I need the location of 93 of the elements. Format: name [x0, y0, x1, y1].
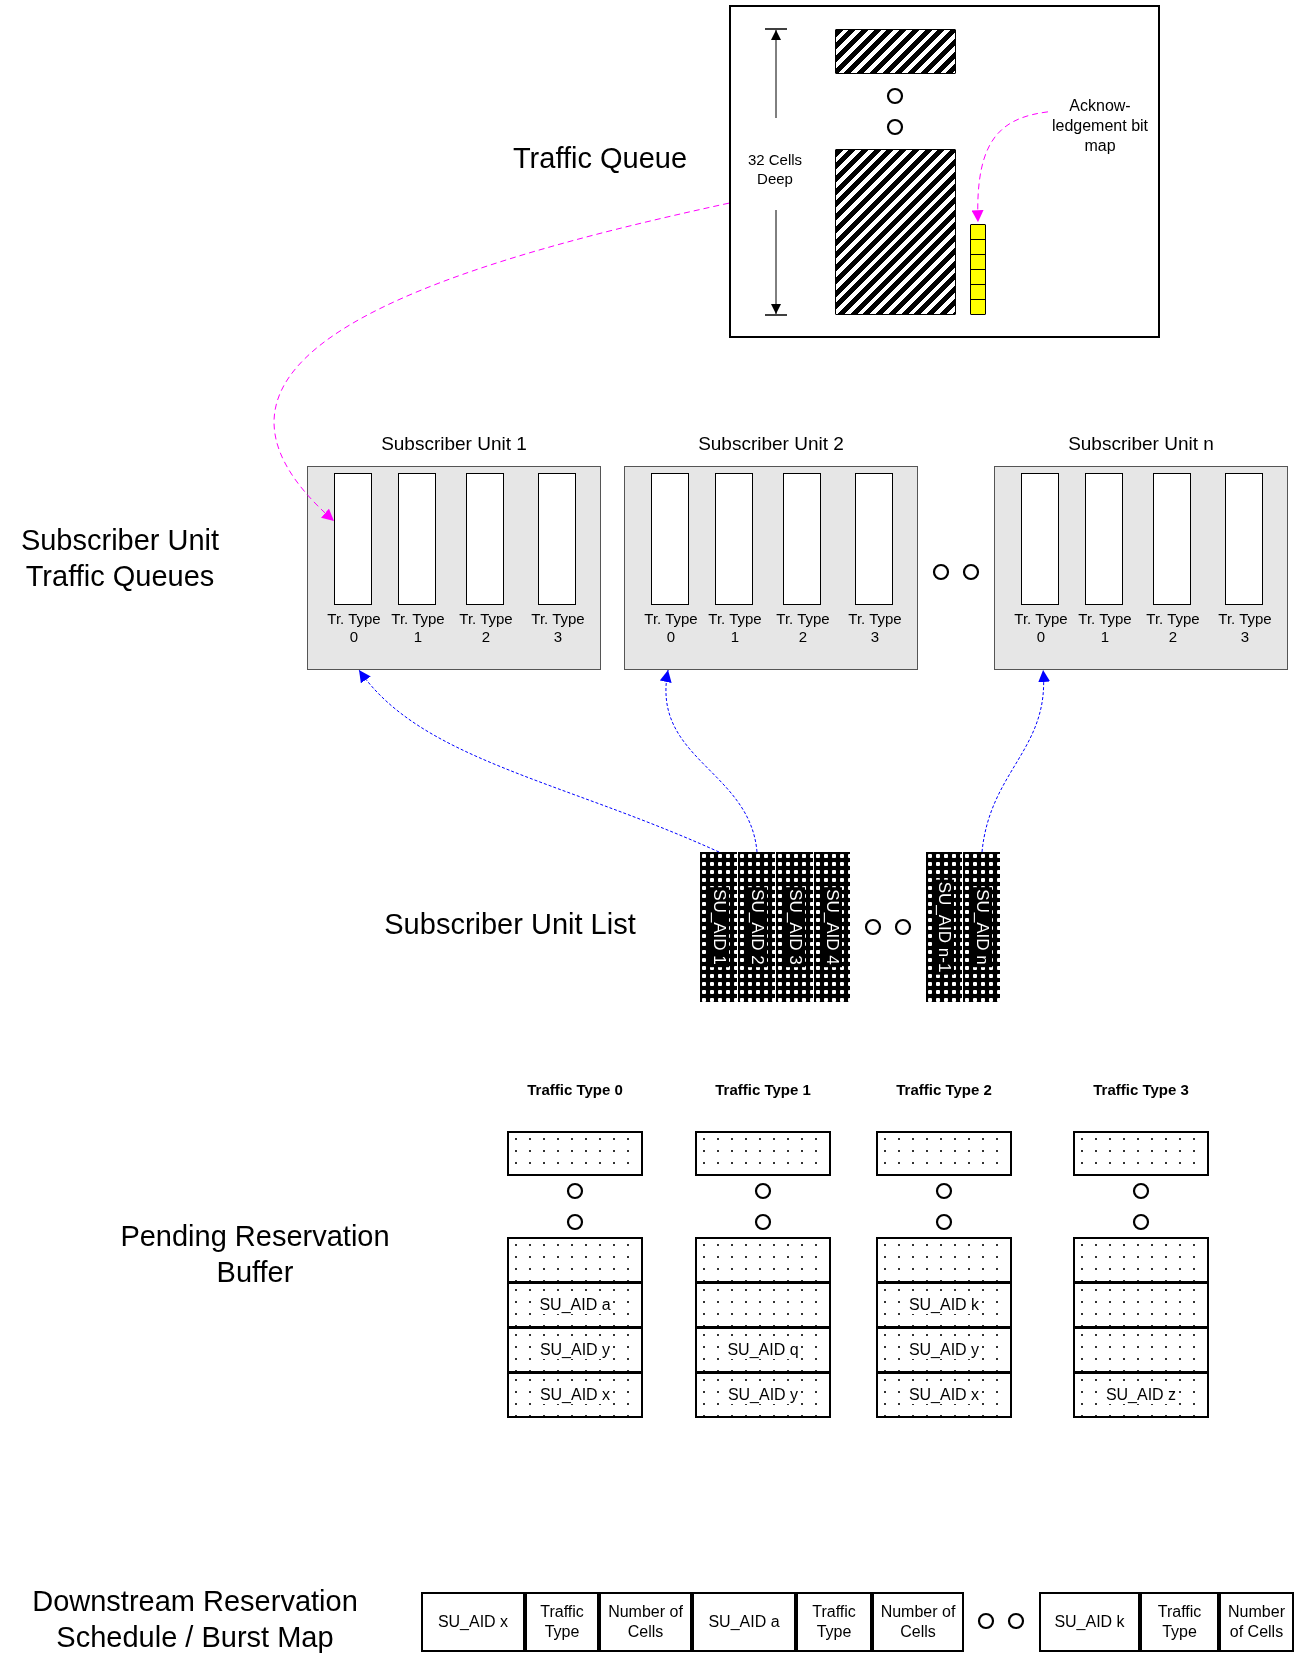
list-column — [963, 852, 1001, 1002]
column-heading: Traffic Type 1 — [714, 1080, 812, 1099]
buffer-cell — [695, 1131, 831, 1176]
cell-text: SU_AID a — [707, 1612, 781, 1632]
cell-text: SU_AID y — [725, 1386, 801, 1404]
cell-text: SU_AID a — [537, 1296, 613, 1314]
callout-text: Acknow- ledgement bit map — [1050, 96, 1150, 156]
queue-cell-block — [835, 29, 956, 74]
unit-title: Subscriber Unit 1 — [380, 433, 528, 455]
cell-text: Number of Cells — [879, 1602, 957, 1642]
list-entry: SU_AID 4 — [822, 887, 842, 967]
queue-label: Tr. Type 2 — [776, 610, 830, 646]
column-heading: Traffic Type 3 — [1092, 1080, 1190, 1099]
list-column — [700, 852, 738, 1002]
cell-text: SU_AID q — [725, 1341, 801, 1359]
list-column — [738, 852, 776, 1002]
buffer-cell — [507, 1237, 643, 1283]
arrow — [971, 111, 1049, 223]
buffer-cell — [507, 1131, 643, 1176]
arrow — [358, 669, 720, 853]
section-title: Subscriber Unit Traffic Queues — [19, 523, 221, 594]
queue-label: Tr. Type 0 — [644, 610, 698, 646]
buffer-cell — [876, 1327, 1012, 1373]
buffer-cell — [876, 1131, 1012, 1176]
cell-text: SU_AID z — [1103, 1386, 1179, 1404]
buffer-cell — [695, 1372, 831, 1418]
buffer-cell — [1073, 1282, 1209, 1328]
cell-text: Number of Cells — [1227, 1602, 1286, 1642]
map-cell — [421, 1592, 525, 1652]
queue-label: Tr. Type 1 — [708, 610, 762, 646]
arrow — [274, 202, 730, 522]
list-entry: SU_AID n-1 — [934, 879, 954, 975]
arrow — [660, 669, 758, 853]
list-column — [814, 852, 851, 1002]
buffer-cell — [1073, 1372, 1209, 1418]
queue-label: Tr. Type 2 — [1146, 610, 1200, 646]
buffer-cell — [876, 1237, 1012, 1283]
list-entry: SU_AID 3 — [784, 887, 805, 967]
section-title: Pending Reservation Buffer — [119, 1219, 391, 1290]
map-cell — [1219, 1592, 1294, 1652]
map-cell — [796, 1592, 872, 1652]
buffer-cell — [695, 1327, 831, 1373]
buffer-cell — [507, 1372, 643, 1418]
map-cell — [692, 1592, 796, 1652]
list-entry: SU_AID 2 — [746, 887, 767, 967]
buffer-cell — [507, 1327, 643, 1373]
traffic-queue-panel — [729, 5, 1160, 338]
list-entry: SU_AID 1 — [708, 887, 729, 967]
buffer-cell — [876, 1372, 1012, 1418]
cell-text: SU_AID x — [537, 1386, 613, 1404]
acknowledgement-bitmap — [970, 224, 986, 315]
queue-label: Tr. Type 2 — [459, 610, 513, 646]
list-entry: SU_AID n — [971, 887, 992, 967]
buffer-cell — [1073, 1327, 1209, 1373]
unit-title: Subscriber Unit n — [1067, 433, 1215, 455]
cell-text: Traffic Type — [811, 1602, 857, 1642]
unit-title: Subscriber Unit 2 — [697, 433, 845, 455]
map-cell — [872, 1592, 964, 1652]
queue-label: Tr. Type 3 — [1218, 610, 1272, 646]
map-cell — [1039, 1592, 1140, 1652]
column-heading: Traffic Type 2 — [895, 1080, 993, 1099]
arrow — [981, 669, 1050, 853]
buffer-cell — [1073, 1237, 1209, 1283]
buffer-cell — [876, 1282, 1012, 1328]
list-column — [776, 852, 814, 1002]
cell-text: Number of Cells — [607, 1602, 684, 1642]
buffer-cell — [695, 1237, 831, 1283]
buffer-cell — [507, 1282, 643, 1328]
queue-label: Tr. Type 0 — [1014, 610, 1068, 646]
section-title: Subscriber Unit List — [383, 907, 637, 942]
buffer-cell — [1073, 1131, 1209, 1176]
cell-text: SU_AID k — [1053, 1612, 1126, 1632]
queue-label: Tr. Type 3 — [531, 610, 585, 646]
map-cell — [525, 1592, 599, 1652]
queue-label: Tr. Type 0 — [327, 610, 381, 646]
cell-text: SU_AID k — [906, 1296, 982, 1314]
map-cell — [1140, 1592, 1219, 1652]
buffer-cell — [695, 1282, 831, 1328]
section-title: Downstream Reservation Schedule / Burst Map — [31, 1584, 359, 1655]
cell-text: SU_AID y — [537, 1341, 613, 1359]
cell-text: Traffic Type — [539, 1602, 585, 1642]
queue-cell-block — [835, 149, 956, 315]
map-cell — [599, 1592, 692, 1652]
column-heading: Traffic Type 0 — [526, 1080, 624, 1099]
cell-text: SU_AID y — [906, 1341, 982, 1359]
queue-label: Tr. Type 3 — [848, 610, 902, 646]
queue-label: Tr. Type 1 — [1078, 610, 1132, 646]
cell-text: SU_AID x — [906, 1386, 982, 1404]
section-title: Traffic Queue — [511, 141, 689, 176]
list-column — [926, 852, 963, 1002]
queue-label: Tr. Type 1 — [391, 610, 445, 646]
cell-text: SU_AID x — [436, 1612, 510, 1632]
cell-text: Traffic Type — [1156, 1602, 1203, 1642]
